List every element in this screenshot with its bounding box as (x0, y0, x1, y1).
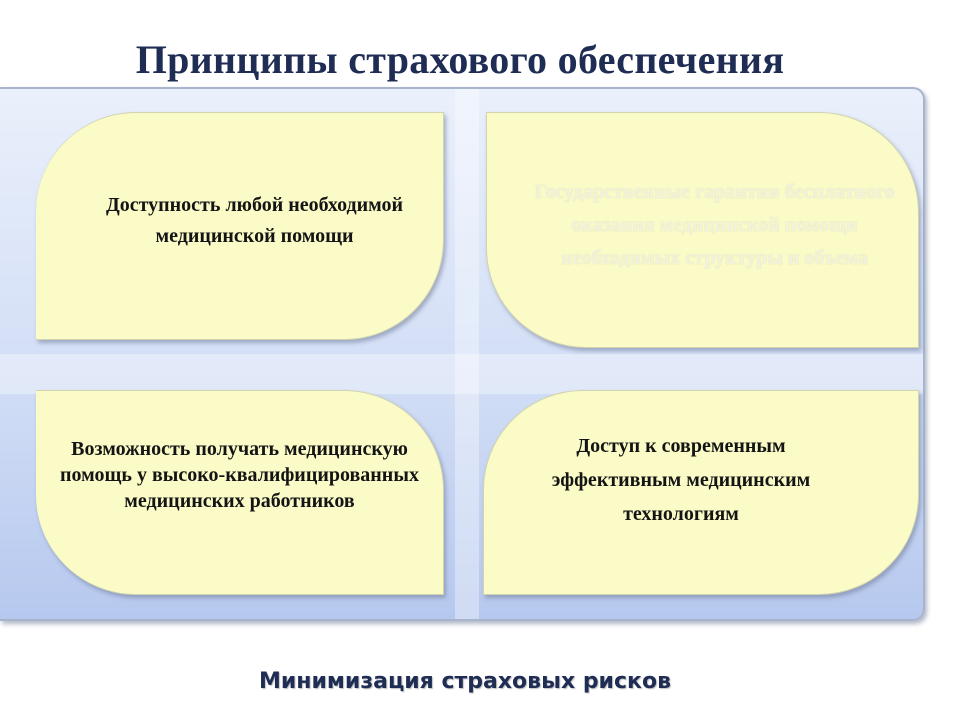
panel-horizontal-divider (0, 354, 923, 394)
principle-card-modern-technologies-text: Доступ к современным эффективным медицин… (551, 434, 811, 525)
principle-card-qualified-staff: Возможность получать медицинскую помощь … (36, 390, 444, 595)
principle-card-state-guarantees: Государственные гарантии бесплатного ока… (486, 112, 919, 348)
principle-card-availability: Доступность любой необходимой медицинско… (36, 112, 444, 340)
slide-title: Принципы страхового обеспечения (135, 37, 785, 82)
principle-card-modern-technologies: Доступ к современным эффективным медицин… (483, 390, 919, 595)
principle-card-qualified-staff-text: Возможность получать медицинскую помощь … (60, 437, 419, 512)
panel-vertical-divider (455, 89, 479, 619)
principle-card-state-guarantees-text: Государственные гарантии бесплатного ока… (534, 180, 895, 269)
slide-footer: Минимизация страховых рисков (259, 669, 671, 694)
principle-card-availability-text: Доступность любой необходимой медицинско… (105, 194, 404, 247)
